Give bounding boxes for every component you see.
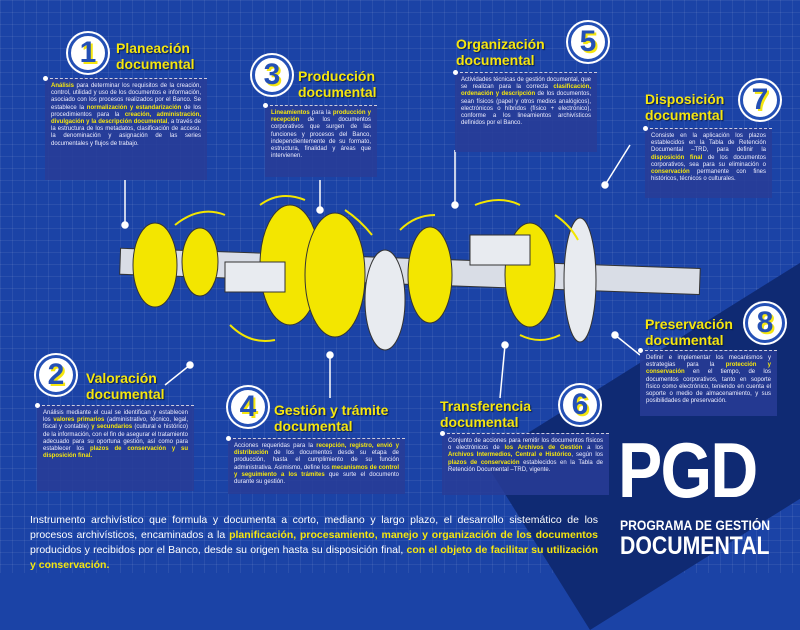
highlighted-text: con el objeto de facilitar su utilizació… bbox=[30, 544, 598, 571]
highlighted-text: creación, administración, divulgación y … bbox=[51, 111, 202, 126]
text-segment: de los procedimientos para la bbox=[51, 104, 201, 118]
highlighted-text: y secundarios bbox=[91, 424, 133, 431]
text-segment: Definir e implementar los mecanismos y e… bbox=[646, 355, 771, 369]
text-segment: Consiste en la aplicación los plazos est… bbox=[651, 133, 766, 154]
highlighted-text: Lineamientos bbox=[271, 110, 310, 116]
step-description: Definir e implementar los mecanismos y e… bbox=[638, 348, 777, 416]
text-segment: permanente con fines históricos, técnico… bbox=[651, 169, 766, 183]
highlighted-text: valores primarios bbox=[53, 417, 105, 424]
text-segment: , a través de la estructura de los metad… bbox=[51, 119, 201, 147]
highlighted-text: protección y conservación bbox=[646, 362, 771, 376]
step-description: Acciones requeridas para la recepción, r… bbox=[226, 436, 405, 494]
text-segment: , según los bbox=[571, 452, 603, 459]
text-segment: producidos y recibidos por el Banco, des… bbox=[30, 544, 407, 556]
highlighted-text: plazos de conservación y su disposición … bbox=[43, 446, 188, 460]
text-segment: establecidos en la Tabla de Retención Do… bbox=[448, 459, 603, 473]
step-number-badge: 1 bbox=[68, 33, 108, 73]
highlighted-text: mecanismos de control y seguimiento a lo… bbox=[234, 464, 399, 478]
step-number-badge: 3 bbox=[252, 55, 292, 95]
highlighted-text: planificación, procesamiento, manejo y o… bbox=[229, 529, 598, 541]
highlighted-text: los Archivos de Gestión bbox=[504, 445, 583, 452]
text-segment: (administrativo, técnico, legal, fiscal … bbox=[43, 417, 188, 431]
step-title: Producción documental bbox=[298, 68, 377, 100]
step-description: Análisis para determinar los requisitos … bbox=[43, 76, 207, 180]
step-description: Actividades técnicas de gestión document… bbox=[453, 70, 597, 152]
step-number-badge: 7 bbox=[740, 80, 780, 120]
text-segment: Acciones requeridas para la bbox=[234, 443, 317, 449]
text-segment: de los documentos corporativos que surge… bbox=[271, 117, 371, 160]
text-segment: de los documentos desde su etapa de prod… bbox=[234, 450, 399, 471]
step-number-badge: 4 bbox=[228, 387, 268, 427]
highlighted-text: plazos de conservación bbox=[448, 459, 520, 466]
text-segment: Conjunto de acciones para remitir los do… bbox=[448, 438, 603, 452]
step-title: Gestión y trámite documental bbox=[274, 402, 389, 434]
text-segment: Actividades técnicas de gestión document… bbox=[461, 77, 591, 91]
highlighted-text: recepción, registro, envió y distribució… bbox=[234, 443, 400, 457]
highlighted-text: conservación bbox=[651, 169, 690, 176]
text-segment: a los bbox=[582, 445, 604, 452]
text-segment: de los documentos corporativos, sea para… bbox=[651, 154, 766, 168]
step-description: Consiste en la aplicación los plazos est… bbox=[643, 126, 772, 198]
logo-acronym: PGD bbox=[618, 426, 758, 514]
text-segment: en el tiempo, de los documentos corporat… bbox=[646, 369, 771, 405]
step-title: Organización documental bbox=[456, 36, 545, 68]
text-segment: para determinar los requisitos de la cre… bbox=[51, 83, 201, 111]
step-description: Lineamientos para la producción y recepc… bbox=[263, 103, 377, 177]
crankshaft-illustration bbox=[119, 144, 701, 399]
step-title: Planeación documental bbox=[116, 40, 195, 72]
step-number-badge: 8 bbox=[745, 303, 785, 343]
step-description: Conjunto de acciones para remitir los do… bbox=[440, 431, 609, 495]
highlighted-text: Análisis bbox=[51, 83, 75, 89]
step-title: Preservación documental bbox=[645, 316, 733, 348]
logo-line2: DOCUMENTAL bbox=[620, 532, 770, 560]
logo-line1: PROGRAMA DE GESTIÓN bbox=[620, 518, 771, 533]
text-segment: para la bbox=[309, 110, 333, 116]
rotation-arrows bbox=[174, 195, 579, 342]
text-segment: que surte el documento durante su gestió… bbox=[234, 471, 399, 486]
step-title: Disposición documental bbox=[645, 91, 725, 123]
step-description: Análisis mediante el cual se identifican… bbox=[35, 403, 194, 491]
step-number-badge: 5 bbox=[568, 22, 608, 62]
text-segment: de los documentos, sean físicos (papel y… bbox=[461, 91, 592, 127]
crankshaft bbox=[119, 204, 701, 351]
step-number-badge: 2 bbox=[36, 355, 76, 395]
text-segment: (cultural e histórico) de la información… bbox=[43, 424, 188, 453]
step-number-badge: 6 bbox=[560, 385, 600, 425]
highlighted-text: normalización y estandarización bbox=[86, 104, 182, 111]
text-segment: Análisis mediante el cual se identifican… bbox=[43, 410, 188, 424]
connector-lines bbox=[121, 144, 641, 399]
highlighted-text: producción y recepción bbox=[271, 110, 372, 124]
step-title: Valoración documental bbox=[86, 370, 165, 402]
highlighted-text: Archivos Intermedios, Central e Históric… bbox=[448, 452, 572, 459]
highlighted-text: disposición final bbox=[651, 154, 703, 161]
highlighted-text: clasificación, ordenación y descripción bbox=[461, 84, 591, 98]
text-segment: Instrumento archivístico que formula y d… bbox=[30, 514, 598, 541]
step-title: Transferencia documental bbox=[440, 398, 532, 430]
pgd-description: Instrumento archivístico que formula y d… bbox=[30, 513, 598, 573]
